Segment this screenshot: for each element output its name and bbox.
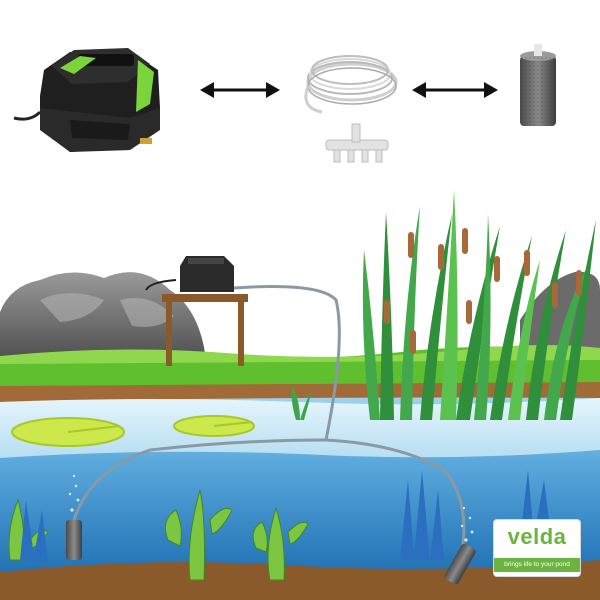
velda-logo: velda brings life to your pond [494,520,580,576]
velda-logo-tagline: brings life to your pond [494,558,580,572]
air-stone-product [520,44,556,126]
pump-stand [162,294,248,366]
air-bubbles [68,474,474,542]
double-arrow-icon [200,82,280,98]
air-tube-line [72,285,466,553]
underwater-plants [8,489,309,581]
air-pump-in-scene [145,256,234,292]
double-arrow-icon [412,82,498,98]
air-tubing-product [304,55,398,114]
reeds-cattails [362,190,596,420]
manifold-product [325,123,389,163]
air-stone-in-pond [66,520,476,585]
air-pump-product [13,48,160,152]
shore-plant [291,386,312,420]
lily-pads [11,415,255,447]
velda-logo-wordmark: velda [507,524,567,549]
